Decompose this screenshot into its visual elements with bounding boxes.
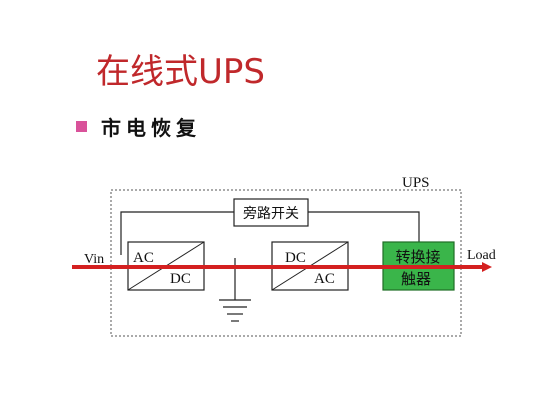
inverter-bottom-label: AC bbox=[314, 271, 335, 287]
input-label: Vin bbox=[84, 252, 104, 267]
bullet-square-icon bbox=[76, 121, 87, 132]
transfer-contactor-line1: 转换接 bbox=[395, 248, 440, 266]
rectifier-top-label: AC bbox=[133, 250, 154, 266]
ups-label: UPS bbox=[402, 175, 430, 191]
rectifier-bottom-label: DC bbox=[170, 271, 191, 287]
bullet-text: 市电恢复 bbox=[101, 116, 201, 140]
page-title: 在线式UPS bbox=[96, 52, 265, 92]
transfer-contactor-line2: 触器 bbox=[401, 270, 431, 288]
bypass-switch-label: 旁路开关 bbox=[243, 205, 299, 222]
bypass-switch-box bbox=[233, 198, 309, 227]
inverter-top-label: DC bbox=[285, 250, 306, 266]
bullet-item: 市电恢复 bbox=[76, 112, 201, 141]
output-label: Load bbox=[467, 248, 496, 263]
ground-icon bbox=[219, 258, 251, 322]
